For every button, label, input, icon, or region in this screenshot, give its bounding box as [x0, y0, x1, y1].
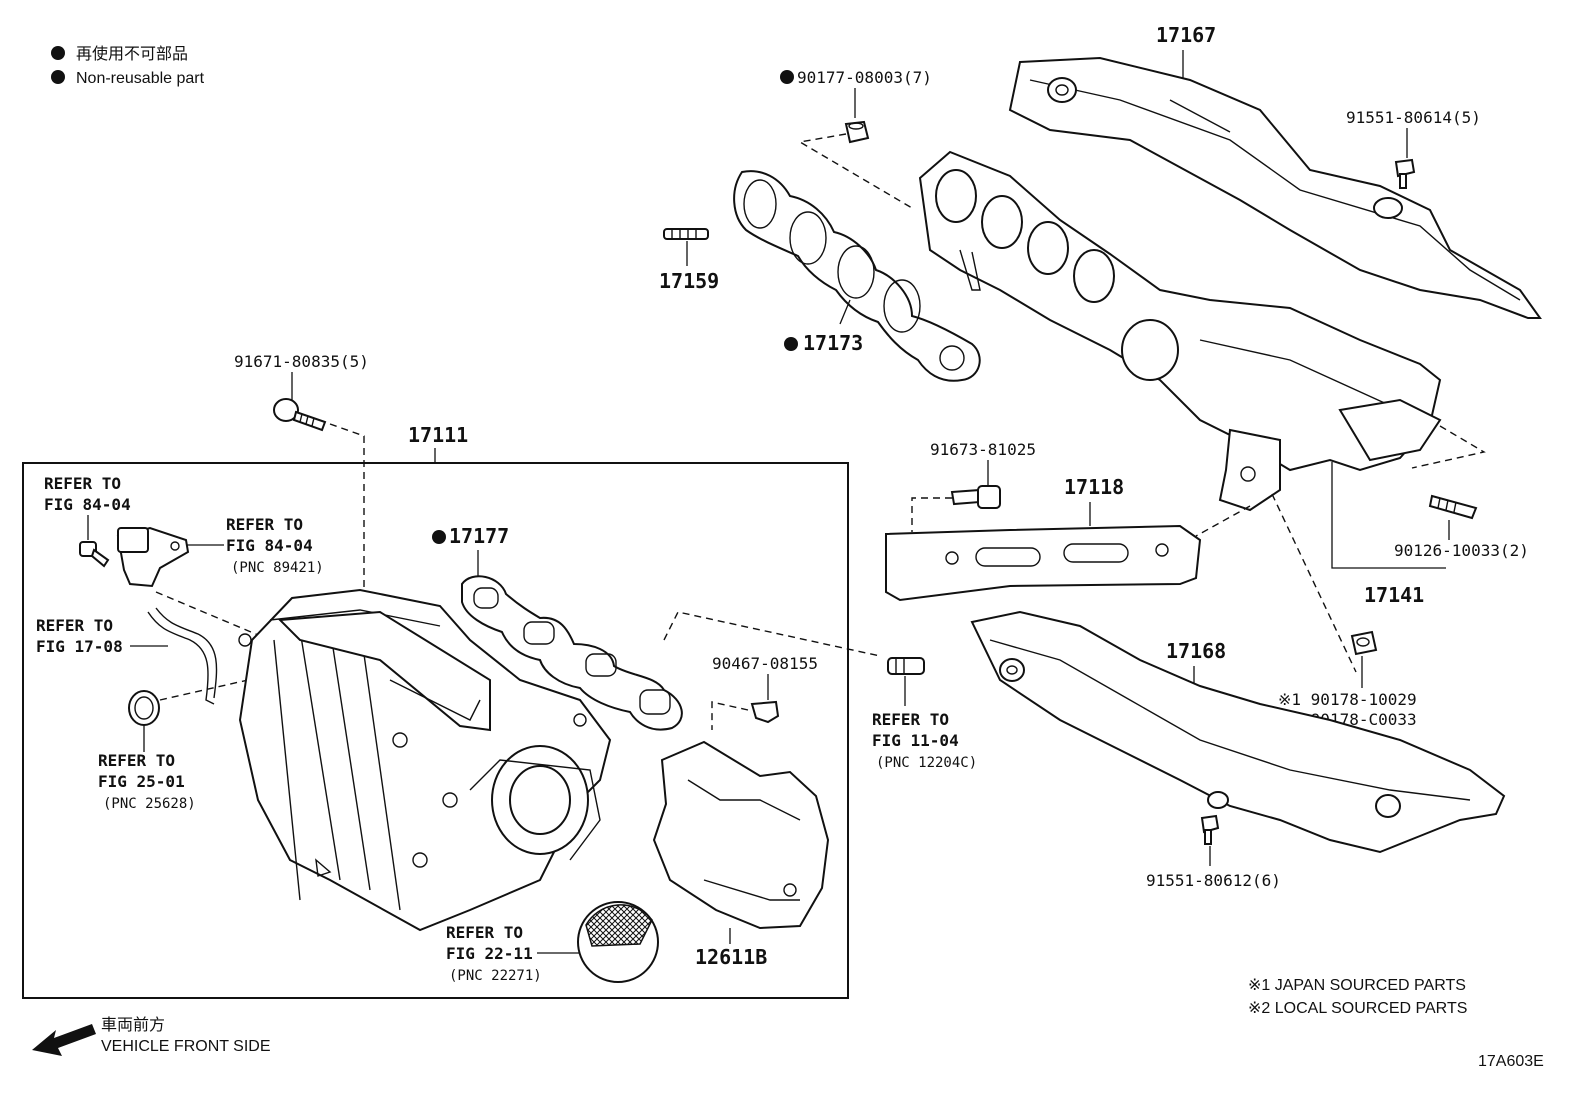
ref-84-04c-a: REFER TO [226, 515, 303, 534]
mesh-filter-icon [577, 901, 659, 983]
legend-jp: 再使用不可部品 [76, 45, 188, 63]
non-reusable-dot-icon [51, 46, 65, 60]
stud-17159-icon [663, 228, 709, 240]
part-17111[interactable]: 17111 [408, 423, 468, 447]
ref-17-08-b: FIG 17-08 [36, 637, 123, 656]
ref-17-08-a: REFER TO [36, 616, 113, 635]
bolt-91551-614-icon [1394, 158, 1416, 189]
lower-heat-insulator-icon [970, 610, 1506, 854]
part-17159[interactable]: 17159 [659, 269, 719, 293]
ref-84-04c-c: (PNC 89421) [231, 560, 324, 576]
part-17173[interactable]: 17173 [803, 331, 863, 355]
part-90178-10029[interactable]: ※1 90178-10029 [1278, 690, 1417, 709]
part-17177[interactable]: 17177 [449, 524, 509, 548]
ref-22-11-b: FIG 22-11 [446, 944, 533, 963]
part-91551-80614[interactable]: 91551-80614(5) [1346, 108, 1481, 127]
sensor-icon [116, 526, 190, 588]
intake-manifold-drawing [238, 588, 612, 932]
nut-90177-icon [844, 120, 870, 144]
ref-11-04-b: FIG 11-04 [872, 731, 959, 750]
nut-90178-icon [1350, 630, 1378, 656]
sensor-bolt-icon [79, 541, 110, 568]
non-reusable-dot-icon [51, 70, 65, 84]
exhaust-gasket-icon [733, 170, 981, 382]
direction-jp: 車両前方 [101, 1016, 165, 1034]
non-reusable-dot-icon [784, 337, 798, 351]
direction-en: VEHICLE FRONT SIDE [101, 1038, 271, 1055]
part-90126-10033[interactable]: 90126-10033(2) [1394, 541, 1529, 560]
clip-icon [750, 700, 780, 724]
ref-84-04-a: REFER TO [44, 474, 121, 493]
bolt-91671-icon [273, 398, 327, 432]
small-gasket-icon [128, 690, 160, 726]
ref-25-01-b: FIG 25-01 [98, 772, 185, 791]
part-90177-08003[interactable]: 90177-08003(7) [797, 68, 932, 87]
footnote-japan: ※1 JAPAN SOURCED PARTS [1248, 977, 1466, 994]
ref-84-04-b: FIG 84-04 [44, 495, 131, 514]
part-12611B[interactable]: 12611B [695, 945, 767, 969]
ref-22-11-c: (PNC 22271) [449, 968, 542, 984]
non-reusable-dot-icon [780, 70, 794, 84]
exhaust-manifold-icon [918, 150, 1442, 512]
ref-84-04c-b: FIG 84-04 [226, 536, 313, 555]
intake-gasket-icon [461, 575, 683, 731]
ref-22-11-a: REFER TO [446, 923, 523, 942]
ref-25-01-a: REFER TO [98, 751, 175, 770]
ref-25-01-c: (PNC 25628) [103, 796, 196, 812]
part-17141[interactable]: 17141 [1364, 583, 1424, 607]
bolt-91551-612-icon [1200, 814, 1220, 845]
non-reusable-dot-icon [432, 530, 446, 544]
engine-cover-icon [652, 740, 830, 930]
plug-icon [887, 657, 925, 675]
part-91671-80835[interactable]: 91671-80835(5) [234, 352, 369, 371]
part-17168[interactable]: 17168 [1166, 639, 1226, 663]
manifold-bracket-icon [885, 524, 1202, 602]
part-91673-81025[interactable]: 91673-81025 [930, 440, 1036, 459]
bolt-91673-icon [950, 485, 1001, 509]
part-17167[interactable]: 17167 [1156, 23, 1216, 47]
arrow-left-down-icon [32, 1024, 96, 1056]
ref-11-04-c: (PNC 12204C) [876, 755, 977, 771]
stud-90126-icon [1428, 494, 1478, 520]
figure-code: 17A603E [1478, 1053, 1544, 1070]
legend-en: Non-reusable part [76, 70, 205, 87]
part-90467-08155[interactable]: 90467-08155 [712, 654, 818, 673]
part-17118[interactable]: 17118 [1064, 475, 1124, 499]
footnote-local: ※2 LOCAL SOURCED PARTS [1248, 1000, 1467, 1017]
part-91551-80612[interactable]: 91551-80612(6) [1146, 871, 1281, 890]
hose-icon [147, 607, 218, 705]
upper-heat-insulator-icon [1008, 56, 1542, 319]
ref-11-04-a: REFER TO [872, 710, 949, 729]
